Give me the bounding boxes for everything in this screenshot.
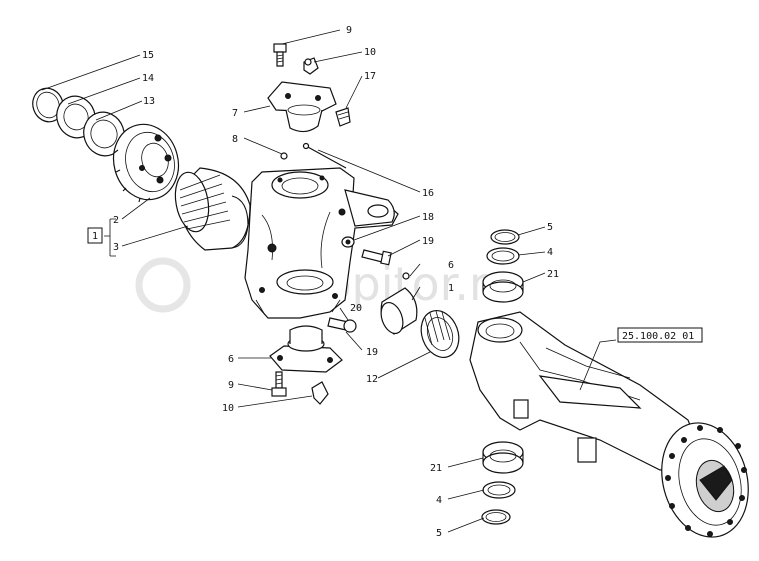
label-15: 15 bbox=[142, 50, 154, 61]
washer-part-18 bbox=[341, 236, 355, 248]
label-6-upper: 6 bbox=[448, 260, 454, 271]
seal-part-4-upper bbox=[486, 247, 520, 265]
pin-part-16 bbox=[302, 142, 347, 169]
steering-knuckle-casting bbox=[244, 167, 399, 319]
screw-part-19-upper bbox=[361, 249, 392, 266]
label-10-lower: 10 bbox=[222, 403, 234, 414]
label-5-upper: 5 bbox=[547, 222, 553, 233]
plug-part-6-upper bbox=[402, 272, 410, 280]
label-6-lower: 6 bbox=[228, 354, 234, 365]
label-1-box: 1 bbox=[92, 231, 98, 242]
label-1: 1 bbox=[448, 283, 454, 294]
label-9-upper: 9 bbox=[346, 25, 352, 36]
label-21-upper: 21 bbox=[547, 269, 559, 280]
label-12: 12 bbox=[366, 374, 378, 385]
label-2: 2 bbox=[113, 215, 119, 226]
bolt-part-9-upper bbox=[273, 43, 287, 67]
label-16: 16 bbox=[422, 188, 434, 199]
screw-part-20 bbox=[327, 317, 357, 333]
bolt-part-9-lower bbox=[271, 371, 287, 397]
label-3: 3 bbox=[113, 242, 119, 253]
lower-kingpin-cap-part-6 bbox=[269, 325, 343, 373]
label-10-upper: 10 bbox=[364, 47, 376, 58]
seal-part-4-lower bbox=[482, 481, 516, 499]
leader-lines bbox=[41, 29, 617, 533]
dowel-part-8 bbox=[280, 152, 288, 160]
grease-nipple-part-10-upper bbox=[303, 57, 319, 75]
bearing-part-21-upper bbox=[482, 271, 524, 303]
label-17: 17 bbox=[364, 71, 376, 82]
bushing-part-1 bbox=[380, 287, 418, 335]
splined-hub-part-3 bbox=[174, 167, 251, 251]
reference-label: 25.100.02 01 bbox=[622, 331, 694, 342]
label-21-lower: 21 bbox=[430, 463, 442, 474]
label-5-lower: 5 bbox=[436, 528, 442, 539]
breather-part-17 bbox=[335, 107, 351, 127]
label-19-upper: 19 bbox=[422, 236, 434, 247]
group-box bbox=[87, 227, 103, 244]
upper-kingpin-cap-part-7 bbox=[267, 81, 337, 133]
label-13: 13 bbox=[143, 96, 155, 107]
label-7: 7 bbox=[232, 108, 238, 119]
label-18: 18 bbox=[422, 212, 434, 223]
snap-ring-part-15 bbox=[32, 87, 64, 123]
label-4-upper: 4 bbox=[547, 247, 553, 258]
label-4-lower: 4 bbox=[436, 495, 442, 506]
needle-bearing-part-12 bbox=[420, 310, 460, 358]
label-19-lower: 19 bbox=[366, 347, 378, 358]
o-ring-part-5-lower bbox=[481, 509, 511, 525]
axle-housing-25-100-02 bbox=[469, 311, 749, 538]
ring-carrier-part-2 bbox=[112, 123, 180, 203]
bearing-part-21-lower bbox=[482, 441, 524, 474]
label-9-lower: 9 bbox=[228, 380, 234, 391]
label-20: 20 bbox=[350, 303, 362, 314]
part-labels: 15 14 13 9 10 17 7 8 16 18 19 6 1 2 3 1 … bbox=[87, 25, 703, 539]
o-ring-part-5-upper bbox=[490, 229, 520, 245]
shim-part-13 bbox=[83, 111, 125, 157]
grease-nipple-part-10-lower bbox=[311, 381, 329, 405]
label-14: 14 bbox=[142, 73, 154, 84]
label-8: 8 bbox=[232, 134, 238, 145]
reference-box bbox=[617, 327, 703, 343]
